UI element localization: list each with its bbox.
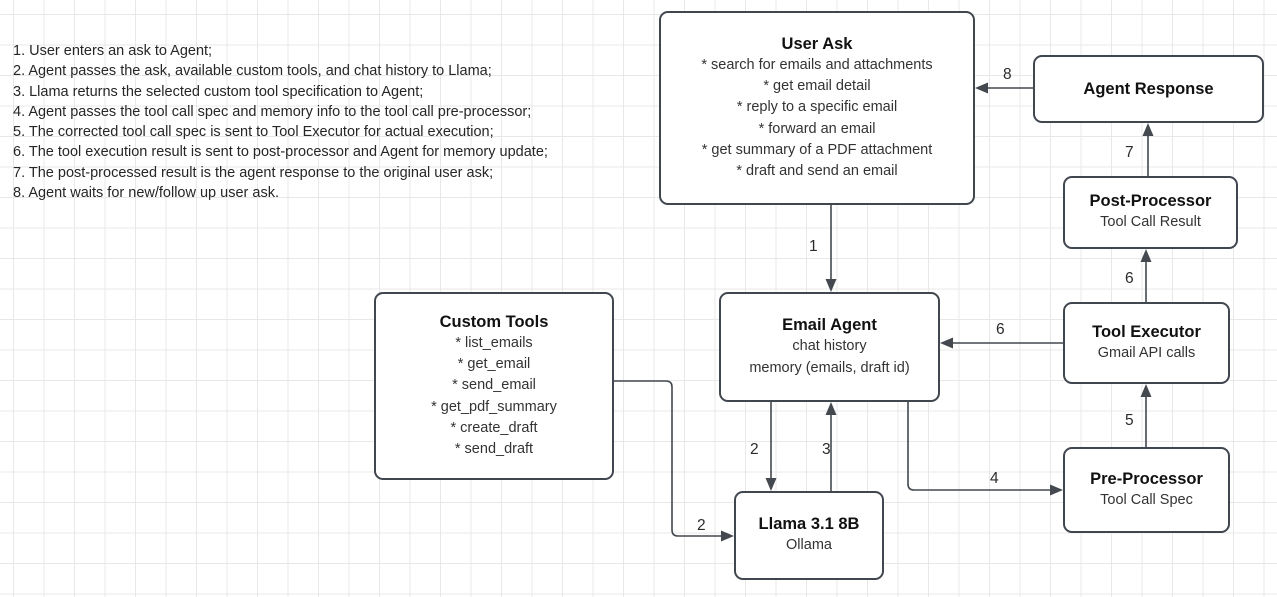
edge-label-6a: 6 xyxy=(996,321,1005,338)
node-custom-tools-title: Custom Tools xyxy=(439,312,549,331)
node-llama-title: Llama 3.1 8B xyxy=(758,515,860,534)
edge-label-7: 7 xyxy=(1125,144,1134,161)
custom-tool-item-4: * create_draft xyxy=(450,419,538,436)
node-llama[interactable]: Llama 3.1 8B Ollama xyxy=(734,491,884,580)
custom-tool-item-0: * list_emails xyxy=(455,334,533,351)
node-pre-processor-title: Pre-Processor xyxy=(1090,469,1203,488)
node-tool-executor-title: Tool Executor xyxy=(1092,322,1201,341)
edge-label-4: 4 xyxy=(990,470,999,487)
edge-agent-response-to-user-ask xyxy=(975,82,1033,94)
user-ask-item-1: * get email detail xyxy=(763,77,871,94)
edge-label-1: 1 xyxy=(809,238,818,255)
user-ask-item-3: * forward an email xyxy=(758,120,876,137)
node-email-agent-title: Email Agent xyxy=(782,316,877,335)
node-user-ask[interactable]: User Ask * search for emails and attachm… xyxy=(659,11,975,205)
legend-steps-list: 1. User enters an ask to Agent; 2. Agent… xyxy=(13,41,653,203)
node-llama-subtitle: Ollama xyxy=(786,537,832,554)
legend-step-5: 5. The corrected tool call spec is sent … xyxy=(13,124,494,141)
custom-tool-item-1: * get_email xyxy=(457,355,531,372)
edge-post-processor-to-agent-response xyxy=(1142,123,1154,176)
edge-tool-executor-to-post-processor xyxy=(1140,249,1152,302)
edge-label-8: 8 xyxy=(1003,66,1012,83)
legend-step-8: 8. Agent waits for new/follow up user as… xyxy=(13,185,279,202)
node-tool-executor[interactable]: Tool Executor Gmail API calls xyxy=(1063,302,1230,384)
user-ask-item-4: * get summary of a PDF attachment xyxy=(701,141,933,158)
node-user-ask-title: User Ask xyxy=(781,34,853,53)
legend-step-4: 4. Agent passes the tool call spec and m… xyxy=(13,103,532,120)
custom-tool-item-5: * send_draft xyxy=(454,441,534,458)
custom-tool-item-3: * get_pdf_summary xyxy=(431,398,557,415)
user-ask-item-0: * search for emails and attachments xyxy=(701,56,933,73)
edge-label-3: 3 xyxy=(822,441,831,458)
edge-email-agent-to-pre-processor xyxy=(907,402,1063,496)
node-agent-response[interactable]: Agent Response xyxy=(1033,55,1264,123)
node-agent-response-title: Agent Response xyxy=(1083,79,1214,98)
node-custom-tools-bullets: * list_emails * get_email * send_email *… xyxy=(431,333,557,461)
user-ask-item-5: * draft and send an email xyxy=(736,163,898,180)
edge-label-6b: 6 xyxy=(1125,270,1134,287)
legend-step-1: 1. User enters an ask to Agent; xyxy=(13,43,213,59)
node-post-processor-title: Post-Processor xyxy=(1089,192,1212,211)
node-user-ask-bullets: * search for emails and attachments * ge… xyxy=(701,55,932,183)
custom-tool-item-2: * send_email xyxy=(452,377,536,394)
node-email-agent-chat-history: chat history xyxy=(792,338,867,355)
edge-tool-executor-to-email-agent xyxy=(940,337,1063,349)
legend-step-3: 3. Llama returns the selected custom too… xyxy=(13,83,424,100)
edge-custom-tools-to-llama xyxy=(614,380,734,542)
edge-user-ask-to-email-agent xyxy=(825,205,837,292)
edge-pre-processor-to-tool-executor xyxy=(1140,384,1152,447)
edge-label-2a: 2 xyxy=(750,441,759,458)
edge-label-5: 5 xyxy=(1125,412,1134,429)
node-email-agent-memory: memory (emails, draft id) xyxy=(749,359,910,376)
node-post-processor-subtitle: Tool Call Result xyxy=(1100,214,1201,231)
legend-step-7: 7. The post-processed result is the agen… xyxy=(13,164,494,181)
node-tool-executor-subtitle: Gmail API calls xyxy=(1097,344,1196,361)
edge-label-2b: 2 xyxy=(697,517,706,534)
legend-step-2: 2. Agent passes the ask, available custo… xyxy=(13,63,492,80)
user-ask-item-2: * reply to a specific email xyxy=(736,99,898,116)
node-email-agent[interactable]: Email Agent chat history memory (emails,… xyxy=(719,292,940,402)
node-custom-tools[interactable]: Custom Tools * list_emails * get_email *… xyxy=(374,292,614,480)
edge-email-agent-to-llama xyxy=(765,402,777,491)
node-pre-processor[interactable]: Pre-Processor Tool Call Spec xyxy=(1063,447,1230,533)
legend-step-6: 6. The tool execution result is sent to … xyxy=(13,144,548,161)
node-post-processor[interactable]: Post-Processor Tool Call Result xyxy=(1063,176,1238,249)
node-pre-processor-subtitle: Tool Call Spec xyxy=(1100,491,1193,508)
